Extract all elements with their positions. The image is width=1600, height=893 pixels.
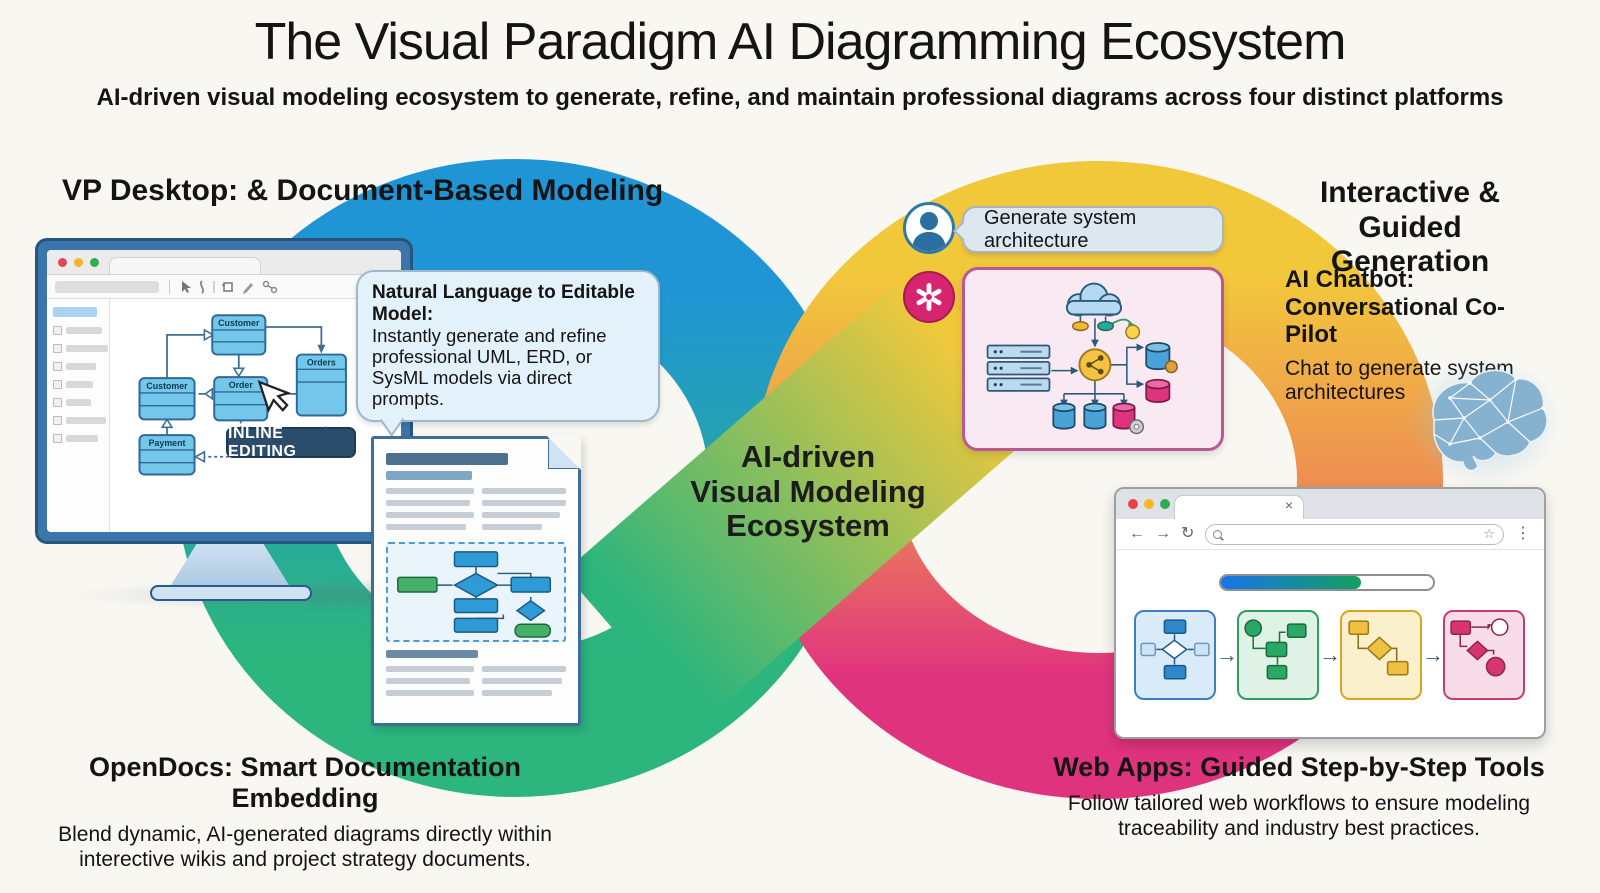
brain-icon xyxy=(1406,356,1562,488)
browser-tab[interactable]: × xyxy=(1174,495,1304,519)
app-titlebar xyxy=(47,250,401,275)
desktop-monitor: Customer Orders Customer Order Payment xyxy=(35,238,413,544)
opendocs-body: Blend dynamic, AI-generated diagrams dir… xyxy=(58,823,552,872)
callout-title: Natural Language to Editable Model: xyxy=(372,282,635,325)
ai-chatbot-block: AI Chatbot: Conversational Co-Pilot Chat… xyxy=(1285,266,1535,405)
opendocs-heading: OpenDocs: Smart Documentation Embedding xyxy=(88,752,522,813)
sidebar-item[interactable] xyxy=(53,434,109,443)
app-sidebar xyxy=(47,299,110,532)
sidebar-item[interactable] xyxy=(53,326,109,335)
monitor-stand-base xyxy=(150,585,312,601)
nl-to-model-callout: Natural Language to Editable Model: Inst… xyxy=(356,270,660,422)
browser-zoom-button[interactable] xyxy=(1160,499,1170,509)
step-arrow-icon: → xyxy=(1422,642,1444,667)
interactive-section-heading: Interactive & Guided Generation xyxy=(1319,176,1501,278)
sidebar-item[interactable] xyxy=(53,398,109,407)
uml-class-diagram: Customer Orders Customer Order Payment xyxy=(138,314,347,476)
tab-close-icon[interactable]: × xyxy=(1284,497,1293,513)
embedded-flowchart xyxy=(397,551,552,638)
sidebar-item[interactable] xyxy=(53,344,109,353)
browser-minimize-button[interactable] xyxy=(1144,499,1154,509)
bookmark-star-icon[interactable]: ☆ xyxy=(1483,525,1495,541)
browser-window: × ← → ↻ ☆ ⋮ xyxy=(1114,487,1546,739)
progress-fill xyxy=(1221,576,1361,589)
opendocs-caption: OpenDocs: Smart Documentation Embedding … xyxy=(30,752,580,872)
address-bar[interactable]: ☆ xyxy=(1205,523,1504,545)
inline-editing-badge: INLINE EDITING xyxy=(226,425,356,460)
sidebar-item[interactable] xyxy=(53,416,109,425)
connector-tool-icon[interactable] xyxy=(262,280,278,293)
pointer-tool-icon[interactable] xyxy=(182,280,191,293)
progress-bar xyxy=(1219,574,1435,591)
document-page xyxy=(371,436,581,726)
desktop-section-heading: VP Desktop: & Document-Based Modeling xyxy=(62,174,664,207)
center-label-line3: Ecosystem xyxy=(726,508,890,544)
user-avatar-icon xyxy=(903,202,955,254)
browser-tabstrip: × xyxy=(1116,489,1544,519)
window-zoom-button[interactable] xyxy=(90,257,99,267)
page-title: The Visual Paradigm AI Diagramming Ecosy… xyxy=(254,13,1347,71)
doc-text-columns xyxy=(386,488,566,536)
app-toolbar xyxy=(47,275,401,299)
step-arrow-icon: → xyxy=(1319,642,1341,667)
crop-tool-icon[interactable] xyxy=(222,281,233,292)
embedded-diagram-frame xyxy=(386,542,566,642)
uml-class-name: Customer xyxy=(146,381,188,391)
cursor-icon xyxy=(257,380,292,413)
diagram-canvas: Customer Orders Customer Order Payment xyxy=(110,299,401,532)
app-tab[interactable] xyxy=(109,257,261,274)
center-label-line1: AI-driven xyxy=(740,439,876,474)
sidebar-item-selected[interactable] xyxy=(53,307,109,317)
ribbon-crossing xyxy=(563,263,1053,727)
desktop-app-window: Customer Orders Customer Order Payment xyxy=(47,250,401,532)
search-icon xyxy=(1213,529,1223,539)
doc-section-bar xyxy=(386,650,478,658)
doc-title-bar xyxy=(386,453,508,465)
sidebar-item[interactable] xyxy=(53,380,109,389)
uml-class-name: Customer xyxy=(218,318,260,328)
toolbar-icons xyxy=(182,279,278,294)
window-minimize-button[interactable] xyxy=(74,257,83,267)
back-icon[interactable]: ← xyxy=(1129,525,1145,542)
page-subtitle: AI-driven visual modeling ecosystem to g… xyxy=(96,84,1504,111)
forward-icon[interactable]: → xyxy=(1155,525,1171,542)
uml-class-name: Orders xyxy=(307,357,336,367)
ai-chatbot-subheading: AI Chatbot: Conversational Co-Pilot xyxy=(1285,266,1506,349)
center-label: AI-driven Visual Modeling Ecosystem xyxy=(648,439,968,544)
sidebar-item[interactable] xyxy=(53,362,109,371)
webapps-caption: Web Apps: Guided Step-by-Step Tools Foll… xyxy=(1034,752,1564,841)
dogear-fold-shade xyxy=(549,438,579,468)
workflow-step-card-2[interactable] xyxy=(1237,610,1319,700)
pencil-tool-icon[interactable] xyxy=(243,282,253,294)
browser-close-button[interactable] xyxy=(1128,499,1138,509)
database-icons xyxy=(1052,342,1178,435)
doc-subtitle-bar xyxy=(386,471,472,480)
center-label-line2: Visual Modeling xyxy=(690,473,926,509)
openai-logo-icon xyxy=(903,271,955,323)
window-close-button[interactable] xyxy=(58,257,67,267)
workflow-step-card-1[interactable] xyxy=(1134,610,1216,700)
architecture-diagram xyxy=(986,282,1178,435)
browser-navbar: ← → ↻ ☆ ⋮ xyxy=(1116,519,1544,550)
webapps-heading: Web Apps: Guided Step-by-Step Tools xyxy=(1053,752,1545,782)
workflow-step-card-3[interactable] xyxy=(1340,610,1422,700)
browser-content: → → → xyxy=(1116,550,1544,737)
callout-body: Instantly generate and refine profession… xyxy=(372,325,607,409)
reload-icon[interactable]: ↻ xyxy=(1181,525,1195,542)
toolbar-field[interactable] xyxy=(55,280,159,293)
uml-class-name: Order xyxy=(229,380,254,390)
architecture-panel xyxy=(962,267,1224,451)
curve-tool-icon[interactable] xyxy=(200,279,204,294)
workflow-step-card-4[interactable] xyxy=(1443,610,1525,700)
step-arrow-icon: → xyxy=(1216,642,1238,667)
toolbar-divider xyxy=(169,279,170,294)
webapps-body: Follow tailored web workflows to ensure … xyxy=(1067,792,1531,841)
chat-message-bubble: Generate system architecture xyxy=(962,206,1224,253)
uml-class-name: Payment xyxy=(149,438,186,448)
kebab-menu-icon[interactable]: ⋮ xyxy=(1515,525,1531,542)
